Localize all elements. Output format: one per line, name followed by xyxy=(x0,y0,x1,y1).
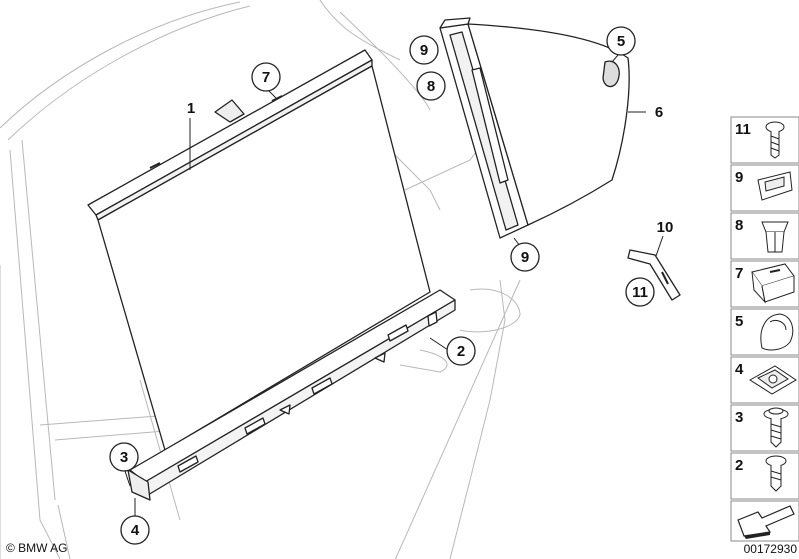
screw-short-icon xyxy=(765,455,787,492)
callout-4: 4 xyxy=(120,515,150,545)
screw-washer-icon xyxy=(763,407,789,448)
svg-text:2: 2 xyxy=(457,343,465,360)
diagram-id: 00172930 xyxy=(744,542,798,556)
legend-item: 9 xyxy=(730,164,799,212)
screw-flanged-icon xyxy=(765,121,785,159)
legend-number: 9 xyxy=(735,169,743,186)
small-bracket xyxy=(627,249,681,301)
callout-7: 7 xyxy=(251,62,281,92)
legend-item: 3 xyxy=(730,404,799,452)
svg-text:4: 4 xyxy=(131,522,140,539)
legend-item: 11 xyxy=(730,116,799,164)
legend-number: 4 xyxy=(735,361,744,378)
svg-text:3: 3 xyxy=(120,449,128,466)
label-10: 10 xyxy=(657,219,674,236)
legend-number: 7 xyxy=(735,265,743,282)
legend-item: 7 xyxy=(730,260,799,308)
svg-text:8: 8 xyxy=(427,78,435,95)
svg-text:5: 5 xyxy=(617,33,625,50)
clip-bracket-icon xyxy=(757,171,793,201)
label-6: 6 xyxy=(655,104,663,121)
legend-item: 2 xyxy=(730,452,799,500)
svg-text:9: 9 xyxy=(521,249,529,266)
svg-text:7: 7 xyxy=(262,69,270,86)
label-1: 1 xyxy=(187,100,195,117)
legend-item: 4 xyxy=(730,356,799,404)
leader-lines xyxy=(123,54,664,520)
guide-block-icon xyxy=(751,263,795,304)
spring-nut-icon xyxy=(749,365,797,395)
callout-5: 5 xyxy=(606,26,636,56)
legend-item: 5 xyxy=(730,308,799,356)
svg-text:9: 9 xyxy=(420,42,428,59)
callout-11: 11 xyxy=(625,277,655,307)
expanding-nut-icon xyxy=(761,221,789,253)
callout-8: 8 xyxy=(416,71,446,101)
legend-number: 8 xyxy=(735,217,743,234)
sunblind-guide-rail xyxy=(127,289,456,501)
svg-text:11: 11 xyxy=(632,284,648,301)
legend-number: 5 xyxy=(735,313,743,330)
legend-number: 2 xyxy=(735,457,743,474)
end-cap-icon xyxy=(760,313,794,351)
legend-number: 3 xyxy=(735,409,743,426)
car-body-outline xyxy=(0,0,521,559)
callout-2: 2 xyxy=(446,336,476,366)
callout-9-top: 9 xyxy=(409,35,439,65)
legend-item: 8 xyxy=(730,212,799,260)
legend-number: 11 xyxy=(735,121,751,138)
callout-3: 3 xyxy=(109,442,139,472)
callout-9-bottom: 9 xyxy=(510,242,540,272)
direction-arrow-icon xyxy=(730,500,799,542)
window-guide-strip xyxy=(439,17,529,239)
quarter-window-glass xyxy=(467,23,630,226)
parts-legend: 11 9 8 7 xyxy=(730,116,799,542)
rear-door-sunblind xyxy=(87,49,431,451)
copyright-text: © BMW AG xyxy=(6,541,68,555)
